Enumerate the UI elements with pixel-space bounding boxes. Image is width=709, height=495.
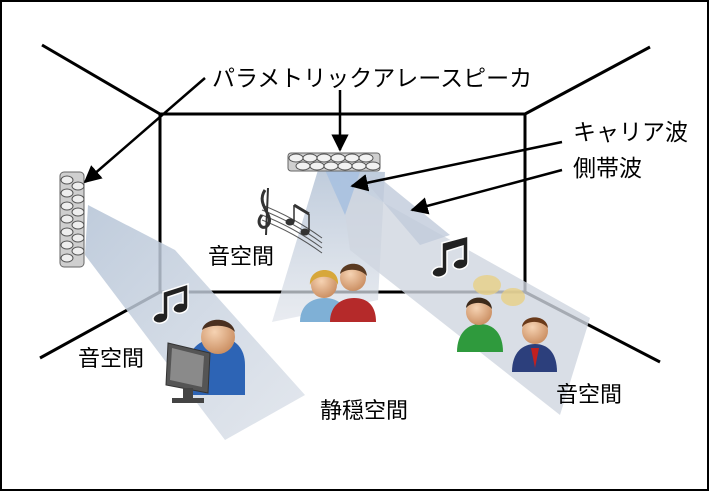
ceiling-speaker-array — [287, 152, 381, 172]
treble-clef-notes-icon — [257, 187, 323, 254]
ceiling-edge-right — [524, 45, 651, 116]
arrow-carrier-wave — [350, 140, 563, 192]
quiet-space-label: 静穏空間 — [320, 399, 408, 424]
ceiling-edge-left — [41, 43, 161, 116]
left-speaker-array — [59, 171, 85, 268]
sound-space-label-left: 音空間 — [78, 347, 144, 372]
arrow-to-left-array — [83, 77, 206, 184]
person-at-monitor-icon — [165, 319, 245, 403]
right-music-note-icon — [431, 235, 469, 278]
talking-people-icon — [457, 275, 557, 372]
array-speaker-label: パラメトリックアレースピーカ — [212, 66, 532, 92]
two-people-icon — [300, 263, 376, 322]
sound-space-label-center: 音空間 — [208, 245, 274, 270]
sound-space-label-right: 音空間 — [556, 383, 622, 408]
sideband-wave-label: 側帯波 — [573, 156, 642, 182]
sideband-beam — [360, 175, 450, 245]
carrier-wave-label: キャリア波 — [573, 120, 688, 146]
arrow-sideband-wave — [410, 168, 563, 215]
left-music-note-icon — [152, 282, 189, 324]
left-beam — [85, 205, 305, 440]
